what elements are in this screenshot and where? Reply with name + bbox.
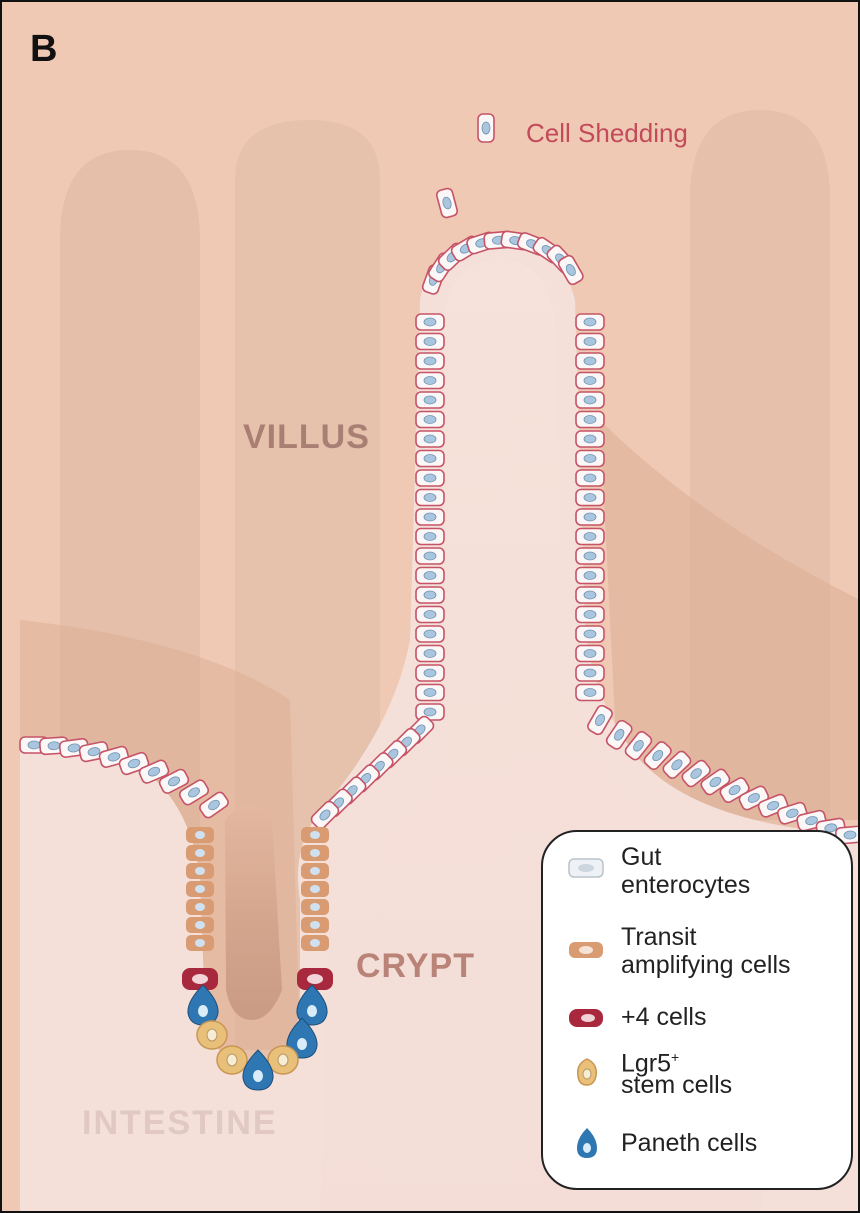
legend-label-lgr5-2: stem cells	[621, 1072, 732, 1099]
stem-nucleus	[207, 1029, 217, 1041]
transit-nucleus	[310, 939, 320, 947]
paneth-nucleus	[297, 1038, 307, 1050]
panel-letter: B	[30, 28, 57, 71]
intestine-label: INTESTINE	[82, 1104, 278, 1143]
lgr5-stem-cell-icon	[567, 1056, 607, 1088]
shed-cell	[478, 114, 494, 142]
legend-item-enterocytes: Gut enterocytes	[543, 844, 851, 914]
enterocyte-cell	[576, 685, 604, 701]
enterocyte-cell	[576, 470, 604, 486]
transit-nucleus	[195, 921, 205, 929]
enterocyte-cell	[416, 373, 444, 389]
enterocyte-cell	[576, 587, 604, 603]
plus4-nucleus	[307, 974, 323, 984]
enterocyte-cell	[576, 334, 604, 350]
enterocyte-cell	[576, 509, 604, 525]
paneth-nucleus	[253, 1070, 263, 1082]
plus4-cell-icon	[567, 1006, 607, 1030]
enterocyte-cell	[416, 334, 444, 350]
stem-nucleus	[278, 1054, 288, 1066]
legend-item-lgr5: Lgr5+ stem cells	[543, 1044, 851, 1114]
legend-label-enterocytes-1: Gut	[621, 844, 661, 871]
enterocyte-cell	[576, 548, 604, 564]
enterocyte-cell	[576, 607, 604, 623]
transit-nucleus	[195, 939, 205, 947]
transit-nucleus	[310, 831, 320, 839]
stem-nucleus	[227, 1054, 237, 1066]
enterocyte-cell	[416, 431, 444, 447]
enterocyte-cell	[416, 607, 444, 623]
legend-item-paneth: Paneth cells	[543, 1124, 851, 1164]
enterocyte-cell	[416, 529, 444, 545]
transit-nucleus	[195, 885, 205, 893]
enterocyte-cell	[576, 529, 604, 545]
legend-label-paneth: Paneth cells	[621, 1130, 757, 1157]
enterocyte-cell	[416, 646, 444, 662]
enterocyte-cell	[416, 626, 444, 642]
enterocyte-cell	[416, 470, 444, 486]
enterocyte-cell	[576, 568, 604, 584]
enterocyte-cell	[576, 646, 604, 662]
transit-amplifying-cell-icon	[567, 938, 607, 962]
enterocyte-cell	[416, 509, 444, 525]
legend-label-plus4: +4 cells	[621, 1004, 706, 1031]
enterocyte-cell	[416, 587, 444, 603]
enterocyte-cell	[576, 353, 604, 369]
enterocyte-cell	[416, 314, 444, 330]
enterocyte-cell	[416, 412, 444, 428]
enterocyte-cell	[576, 626, 604, 642]
paneth-nucleus	[307, 1005, 317, 1017]
transit-nucleus	[310, 921, 320, 929]
enterocyte-cell	[416, 548, 444, 564]
transit-nucleus	[310, 903, 320, 911]
transit-nucleus	[195, 831, 205, 839]
enterocyte-cell	[416, 392, 444, 408]
paneth-cell-icon	[567, 1126, 607, 1160]
enterocyte-cell	[576, 431, 604, 447]
enterocyte-cell	[576, 490, 604, 506]
enterocyte-cell	[416, 451, 444, 467]
transit-nucleus	[195, 849, 205, 857]
enterocyte-cell	[576, 451, 604, 467]
legend: Gut enterocytes Transit amplifying cells…	[541, 830, 853, 1190]
legend-label-lgr5-sup: +	[671, 1049, 679, 1065]
plus4-nucleus	[192, 974, 208, 984]
enterocyte-cell	[416, 353, 444, 369]
enterocyte-cell	[416, 490, 444, 506]
legend-label-transit-2: amplifying cells	[621, 952, 791, 979]
legend-item-plus4: +4 cells	[543, 1002, 851, 1038]
enterocyte-cell	[576, 665, 604, 681]
enterocyte-cell	[576, 314, 604, 330]
enterocyte-icon	[567, 856, 607, 880]
villus-label: VILLUS	[243, 418, 370, 457]
transit-nucleus	[195, 903, 205, 911]
transit-nucleus	[310, 885, 320, 893]
enterocyte-cell	[416, 568, 444, 584]
enterocyte-cell	[576, 412, 604, 428]
legend-label-transit-1: Transit	[621, 924, 696, 951]
transit-nucleus	[310, 849, 320, 857]
enterocyte-cell	[576, 392, 604, 408]
transit-nucleus	[195, 867, 205, 875]
transit-nucleus	[310, 867, 320, 875]
enterocyte-cell	[416, 685, 444, 701]
cell-shedding-label: Cell Shedding	[526, 118, 688, 149]
legend-label-enterocytes-2: enterocytes	[621, 872, 750, 899]
crypt-label: CRYPT	[356, 947, 475, 986]
enterocyte-cell	[416, 665, 444, 681]
enterocyte-cell	[576, 373, 604, 389]
legend-item-transit: Transit amplifying cells	[543, 924, 851, 994]
paneth-nucleus	[198, 1005, 208, 1017]
